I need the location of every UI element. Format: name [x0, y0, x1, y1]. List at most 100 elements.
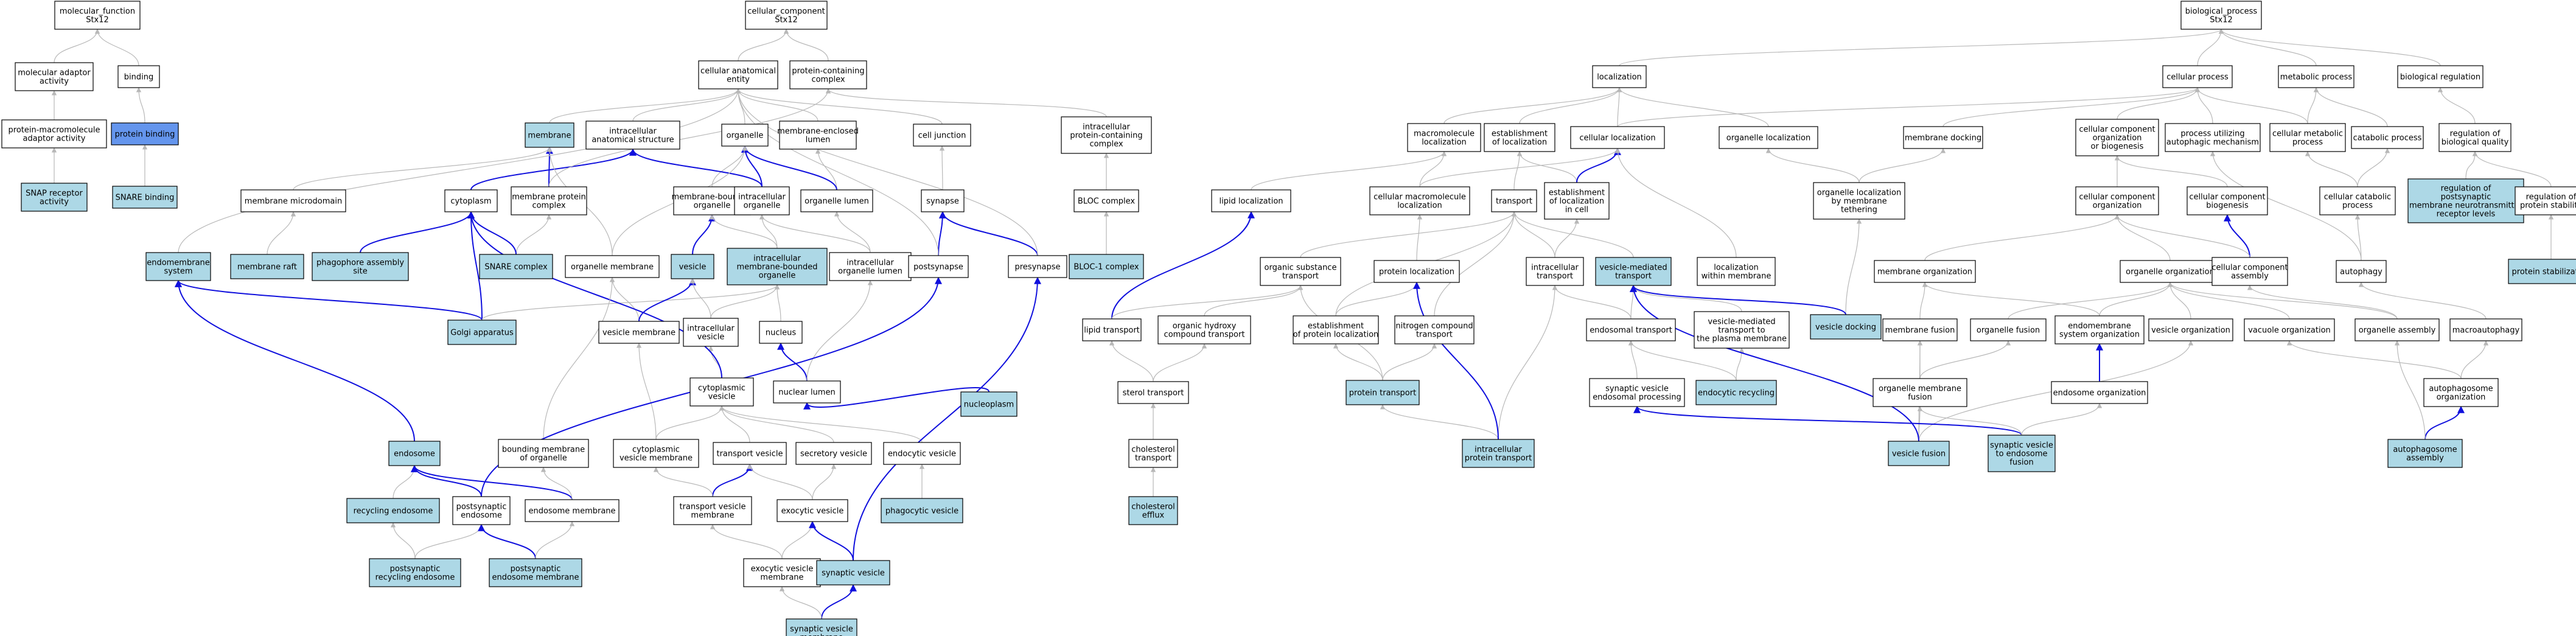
node-phagocytic-vesicle[interactable]: phagocytic vesicle: [881, 498, 963, 523]
node-org-loc[interactable]: organelle localization: [1719, 126, 1818, 149]
node-org-membrane[interactable]: organelle membrane: [565, 255, 660, 278]
node-membrane-raft[interactable]: membrane raft: [230, 254, 304, 279]
node-transport[interactable]: transport: [1491, 189, 1537, 212]
node-endosomal-transport[interactable]: endosomal transport: [1586, 318, 1676, 341]
node-synapse[interactable]: synapse: [921, 189, 965, 212]
node-vesicle-fusion[interactable]: vesicle fusion: [1888, 441, 1950, 466]
node-endosome-membrane[interactable]: endosome membrane: [525, 499, 620, 522]
node-cell-loc[interactable]: cellular localization: [1570, 126, 1665, 149]
node-golgi[interactable]: Golgi apparatus: [447, 320, 517, 345]
node-snare-binding[interactable]: SNARE binding: [112, 186, 178, 209]
node-cell-junction[interactable]: cell junction: [913, 124, 971, 147]
node-bloc1[interactable]: BLOC-1 complex: [1069, 254, 1144, 279]
node-cytoplasm[interactable]: cytoplasm: [444, 189, 498, 212]
node-catabolic[interactable]: catabolic process: [2351, 126, 2424, 149]
node-snare-complex[interactable]: SNARE complex: [479, 254, 553, 279]
node-synaptic-vesicle[interactable]: synaptic vesicle: [816, 560, 890, 585]
node-org-lumen[interactable]: organelle lumen: [800, 189, 873, 212]
node-lipid-transport[interactable]: lipid transport: [1082, 318, 1142, 341]
node-biol-regulation[interactable]: biological regulation: [2397, 65, 2484, 88]
node-endocytic-recycling[interactable]: endocytic recycling: [1695, 380, 1777, 405]
node-binding[interactable]: binding: [117, 65, 160, 88]
node-membrane-fusion[interactable]: membrane fusion: [1882, 318, 1958, 341]
node-organelle-assembly[interactable]: organelle assembly: [2354, 318, 2440, 341]
node-vesicle[interactable]: vesicle: [671, 254, 714, 279]
node-endosome-org[interactable]: endosome organization: [2051, 381, 2148, 404]
node-organelle[interactable]: organelle: [721, 124, 769, 147]
node-vesicle-membrane[interactable]: vesicle membrane: [598, 321, 680, 344]
node-vesicle-docking[interactable]: vesicle docking: [1810, 314, 1882, 340]
node-cellular-process[interactable]: cellular process: [2162, 65, 2233, 88]
node-nuclear-lumen[interactable]: nuclear lumen: [773, 380, 841, 404]
node-protein-stabilization[interactable]: protein stabilization: [2508, 259, 2576, 284]
node-bloc-complex[interactable]: BLOC complex: [1073, 189, 1139, 212]
node-autophagy[interactable]: autophagy: [2336, 260, 2387, 283]
node-postsynapse[interactable]: postsynapse: [908, 255, 969, 278]
node-vesicle-org[interactable]: vesicle organization: [2148, 318, 2233, 341]
node-transport-vesicle[interactable]: transport vesicle: [713, 442, 787, 465]
node-vacuole-org[interactable]: vacuole organization: [2244, 318, 2335, 341]
node-nucleoplasm[interactable]: nucleoplasm: [960, 391, 1017, 417]
node-sterol-transport[interactable]: sterol transport: [1117, 381, 1189, 404]
node-lipid-loc[interactable]: lipid localization: [1211, 189, 1291, 212]
node-nucleus[interactable]: nucleus: [759, 321, 803, 344]
node-protein-binding[interactable]: protein binding: [111, 122, 179, 145]
node-protein-loc[interactable]: protein localization: [1374, 260, 1460, 283]
node-endocytic-vesicle[interactable]: endocytic vesicle: [883, 442, 961, 465]
node-recycling-endosome[interactable]: recycling endosome: [346, 498, 440, 523]
node-mem-docking[interactable]: membrane docking: [1903, 126, 1983, 149]
node-protein-transport[interactable]: protein transport: [1346, 380, 1420, 405]
